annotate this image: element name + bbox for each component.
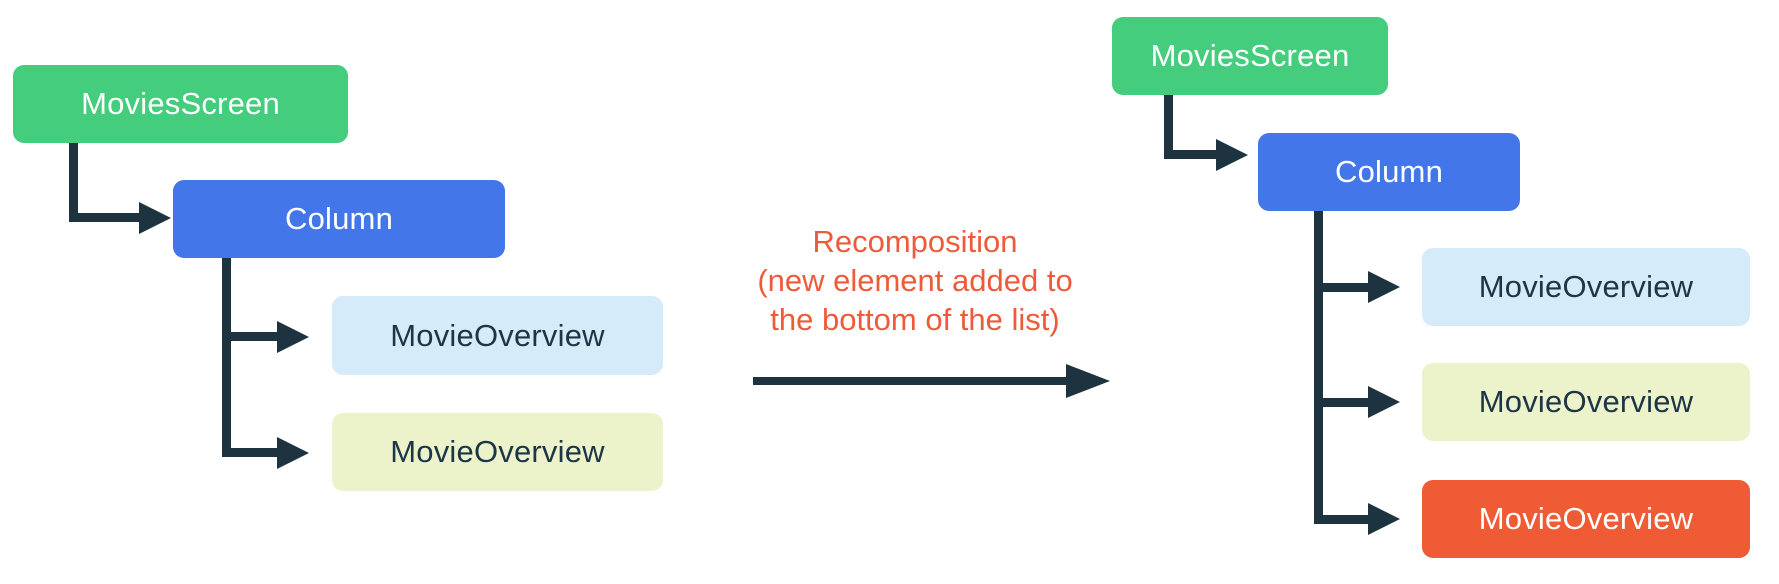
after-column-node: Column	[1258, 133, 1520, 211]
after-movieoverview-node-1: MovieOverview	[1422, 248, 1750, 326]
after-movieoverview-node-2: MovieOverview	[1422, 363, 1750, 441]
after-branch-2	[1314, 398, 1368, 407]
before-branch-2	[222, 448, 277, 457]
arrowhead-icon	[139, 202, 171, 234]
after-root-elbow-vertical	[1164, 95, 1173, 159]
recomposition-annotation: Recomposition (new element added to the …	[700, 222, 1130, 339]
before-movieoverview-node-2: MovieOverview	[332, 413, 663, 491]
arrowhead-icon	[1216, 139, 1248, 171]
annotation-line-1: Recomposition	[812, 224, 1018, 259]
before-root-elbow-horizontal	[69, 213, 139, 222]
arrowhead-icon	[1368, 503, 1400, 535]
annotation-line-2: (new element added to	[757, 263, 1073, 298]
annotation-line-3: the bottom of the list)	[770, 302, 1060, 337]
arrowhead-icon	[277, 437, 309, 469]
before-column-node: Column	[173, 180, 505, 258]
arrowhead-icon	[1368, 386, 1400, 418]
before-branch-1	[222, 332, 277, 341]
after-movieoverview-node-new: MovieOverview	[1422, 480, 1750, 558]
before-movieoverview-node-1: MovieOverview	[332, 296, 663, 375]
arrowhead-icon	[1368, 271, 1400, 303]
transition-arrow-shaft	[753, 377, 1066, 385]
arrowhead-icon	[1066, 364, 1110, 398]
after-column-trunk	[1314, 211, 1323, 520]
before-column-trunk	[222, 258, 231, 457]
after-root-elbow-horizontal	[1164, 150, 1216, 159]
arrowhead-icon	[277, 321, 309, 353]
after-branch-1	[1314, 283, 1368, 292]
after-moviesscreen-node: MoviesScreen	[1112, 17, 1388, 95]
after-branch-3	[1314, 515, 1368, 524]
before-moviesscreen-node: MoviesScreen	[13, 65, 348, 143]
before-root-elbow-vertical	[69, 143, 78, 222]
